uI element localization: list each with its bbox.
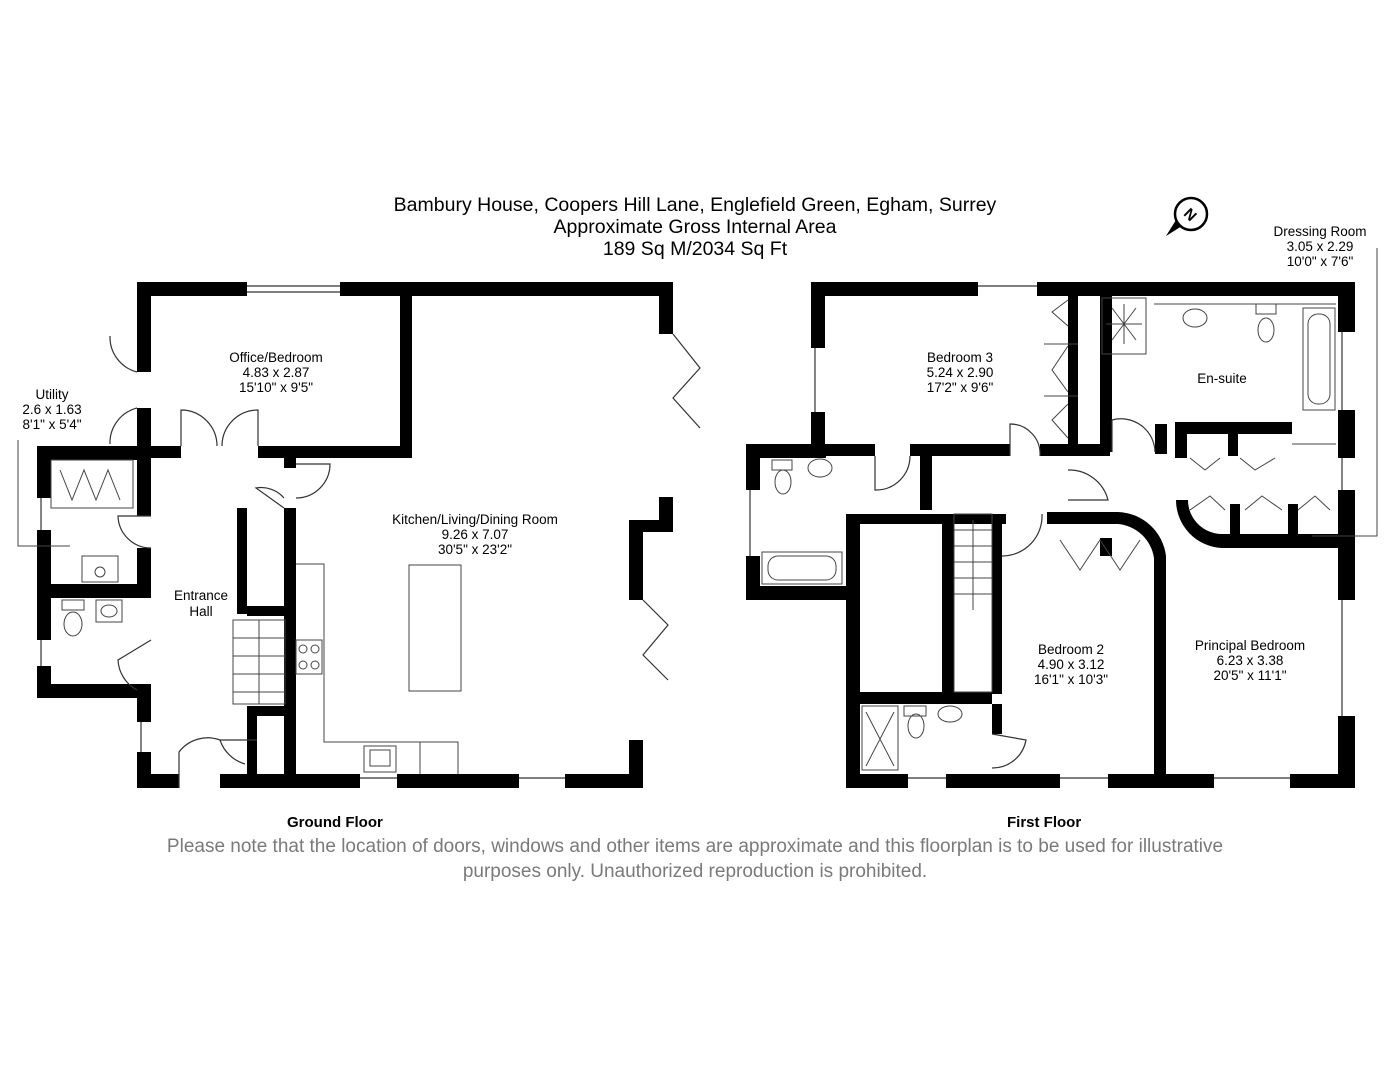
svg-text:Hall: Hall xyxy=(189,604,212,619)
ground-floor-plan xyxy=(37,282,673,788)
room-label-utility: Utility 2.6 x 1.63 8'1" x 5'4" xyxy=(22,387,81,432)
room-label-bedroom-3: Bedroom 3 5.24 x 2.90 17'2" x 9'6" xyxy=(927,350,994,395)
north-letter: N xyxy=(1180,205,1200,225)
svg-text:5.24 x 2.90: 5.24 x 2.90 xyxy=(927,365,994,380)
svg-text:10'0" x 7'6": 10'0" x 7'6" xyxy=(1287,254,1354,269)
room-label-bedroom-2: Bedroom 2 4.90 x 3.12 16'1" x 10'3" xyxy=(1034,642,1108,687)
svg-text:Principal Bedroom: Principal Bedroom xyxy=(1195,638,1305,653)
first-floor-fixtures xyxy=(749,248,1378,779)
svg-text:Dressing Room: Dressing Room xyxy=(1273,224,1366,239)
room-label-entrance-hall: Entrance Hall xyxy=(174,588,228,619)
svg-text:Kitchen/Living/Dining Room: Kitchen/Living/Dining Room xyxy=(392,512,558,527)
svg-text:3.05 x 2.29: 3.05 x 2.29 xyxy=(1287,239,1354,254)
svg-text:16'1" x 10'3": 16'1" x 10'3" xyxy=(1034,672,1108,687)
first-floor-label: First Floor xyxy=(1007,814,1082,831)
svg-text:20'5" x 11'1": 20'5" x 11'1" xyxy=(1213,668,1286,683)
area-value: 189 Sq M/2034 Sq Ft xyxy=(602,238,788,260)
disclaimer: Please note that the location of doors, … xyxy=(0,834,1390,884)
room-label-office: Office/Bedroom 4.83 x 2.87 15'10" x 9'5" xyxy=(229,350,323,395)
svg-text:6.23 x 3.38: 6.23 x 3.38 xyxy=(1217,653,1284,668)
svg-text:Utility: Utility xyxy=(36,387,69,402)
disclaimer-line-2: purposes only. Unauthorized reproduction… xyxy=(462,861,928,882)
svg-text:Office/Bedroom: Office/Bedroom xyxy=(229,350,323,365)
room-label-en-suite: En-suite xyxy=(1197,371,1247,386)
svg-text:30'5" x 23'2": 30'5" x 23'2" xyxy=(438,542,512,557)
svg-text:4.90 x 3.12: 4.90 x 3.12 xyxy=(1038,657,1105,672)
ground-floor-fixtures xyxy=(17,285,701,788)
svg-text:8'1" x 5'4": 8'1" x 5'4" xyxy=(22,417,81,432)
room-label-kitchen: Kitchen/Living/Dining Room 9.26 x 7.07 3… xyxy=(392,512,558,557)
first-floor-plan xyxy=(746,282,1355,788)
plan-header: Bambury House, Coopers Hill Lane, Englef… xyxy=(0,194,1390,260)
svg-text:17'2" x 9'6": 17'2" x 9'6" xyxy=(927,380,994,395)
svg-text:Bedroom 3: Bedroom 3 xyxy=(927,350,993,365)
address-title: Bambury House, Coopers Hill Lane, Englef… xyxy=(393,194,997,216)
disclaimer-line-1: Please note that the location of doors, … xyxy=(166,836,1224,857)
svg-text:En-suite: En-suite xyxy=(1197,371,1247,386)
svg-text:2.6 x 1.63: 2.6 x 1.63 xyxy=(22,402,81,417)
ground-floor-label: Ground Floor xyxy=(287,814,383,831)
room-label-dressing-room: Dressing Room 3.05 x 2.29 10'0" x 7'6" xyxy=(1273,224,1366,269)
room-label-principal-bedroom: Principal Bedroom 6.23 x 3.38 20'5" x 11… xyxy=(1195,638,1305,683)
svg-text:15'10" x 9'5": 15'10" x 9'5" xyxy=(239,380,313,395)
area-subtitle: Approximate Gross Internal Area xyxy=(553,216,837,238)
svg-text:9.26 x 7.07: 9.26 x 7.07 xyxy=(442,527,509,542)
svg-text:4.83 x 2.87: 4.83 x 2.87 xyxy=(243,365,310,380)
svg-text:Bedroom 2: Bedroom 2 xyxy=(1038,642,1104,657)
svg-text:Entrance: Entrance xyxy=(174,588,228,603)
north-arrow-icon: N xyxy=(1166,196,1209,236)
